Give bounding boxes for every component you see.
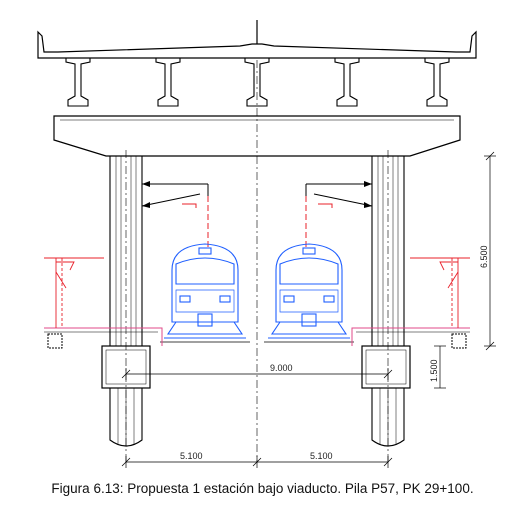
canopy-right	[410, 257, 470, 328]
girders	[65, 57, 450, 107]
axis-lines	[125, 60, 389, 462]
dimension-9000-label: 9.000	[270, 363, 293, 373]
dimension-1500	[434, 345, 446, 389]
dimension-right-5100-label: 5.100	[310, 451, 333, 461]
dimension-left-5100-label: 5.100	[180, 451, 203, 461]
train-left	[164, 243, 246, 339]
viaduct-section-drawing: 9.000 5.100 5.100 6.500 1.500	[37, 20, 496, 468]
dimension-6500	[484, 151, 496, 351]
dimension-bottom	[121, 456, 393, 468]
platform-left	[44, 327, 163, 349]
figure-caption: Figura 6.13: Propuesta 1 estación bajo v…	[51, 481, 474, 496]
dimension-9000	[121, 368, 393, 380]
right-pier-column	[371, 156, 405, 346]
canopy-left	[44, 257, 104, 328]
dimension-6500-label: 6.500	[479, 245, 489, 268]
platform-right	[351, 327, 470, 349]
catenary-right	[305, 181, 373, 250]
train-right	[268, 243, 350, 339]
left-pier-column	[109, 156, 143, 346]
dimension-1500-label: 1.500	[429, 359, 439, 382]
catenary-left	[141, 181, 209, 250]
right-footing	[361, 345, 411, 389]
deck-slab	[37, 20, 477, 59]
